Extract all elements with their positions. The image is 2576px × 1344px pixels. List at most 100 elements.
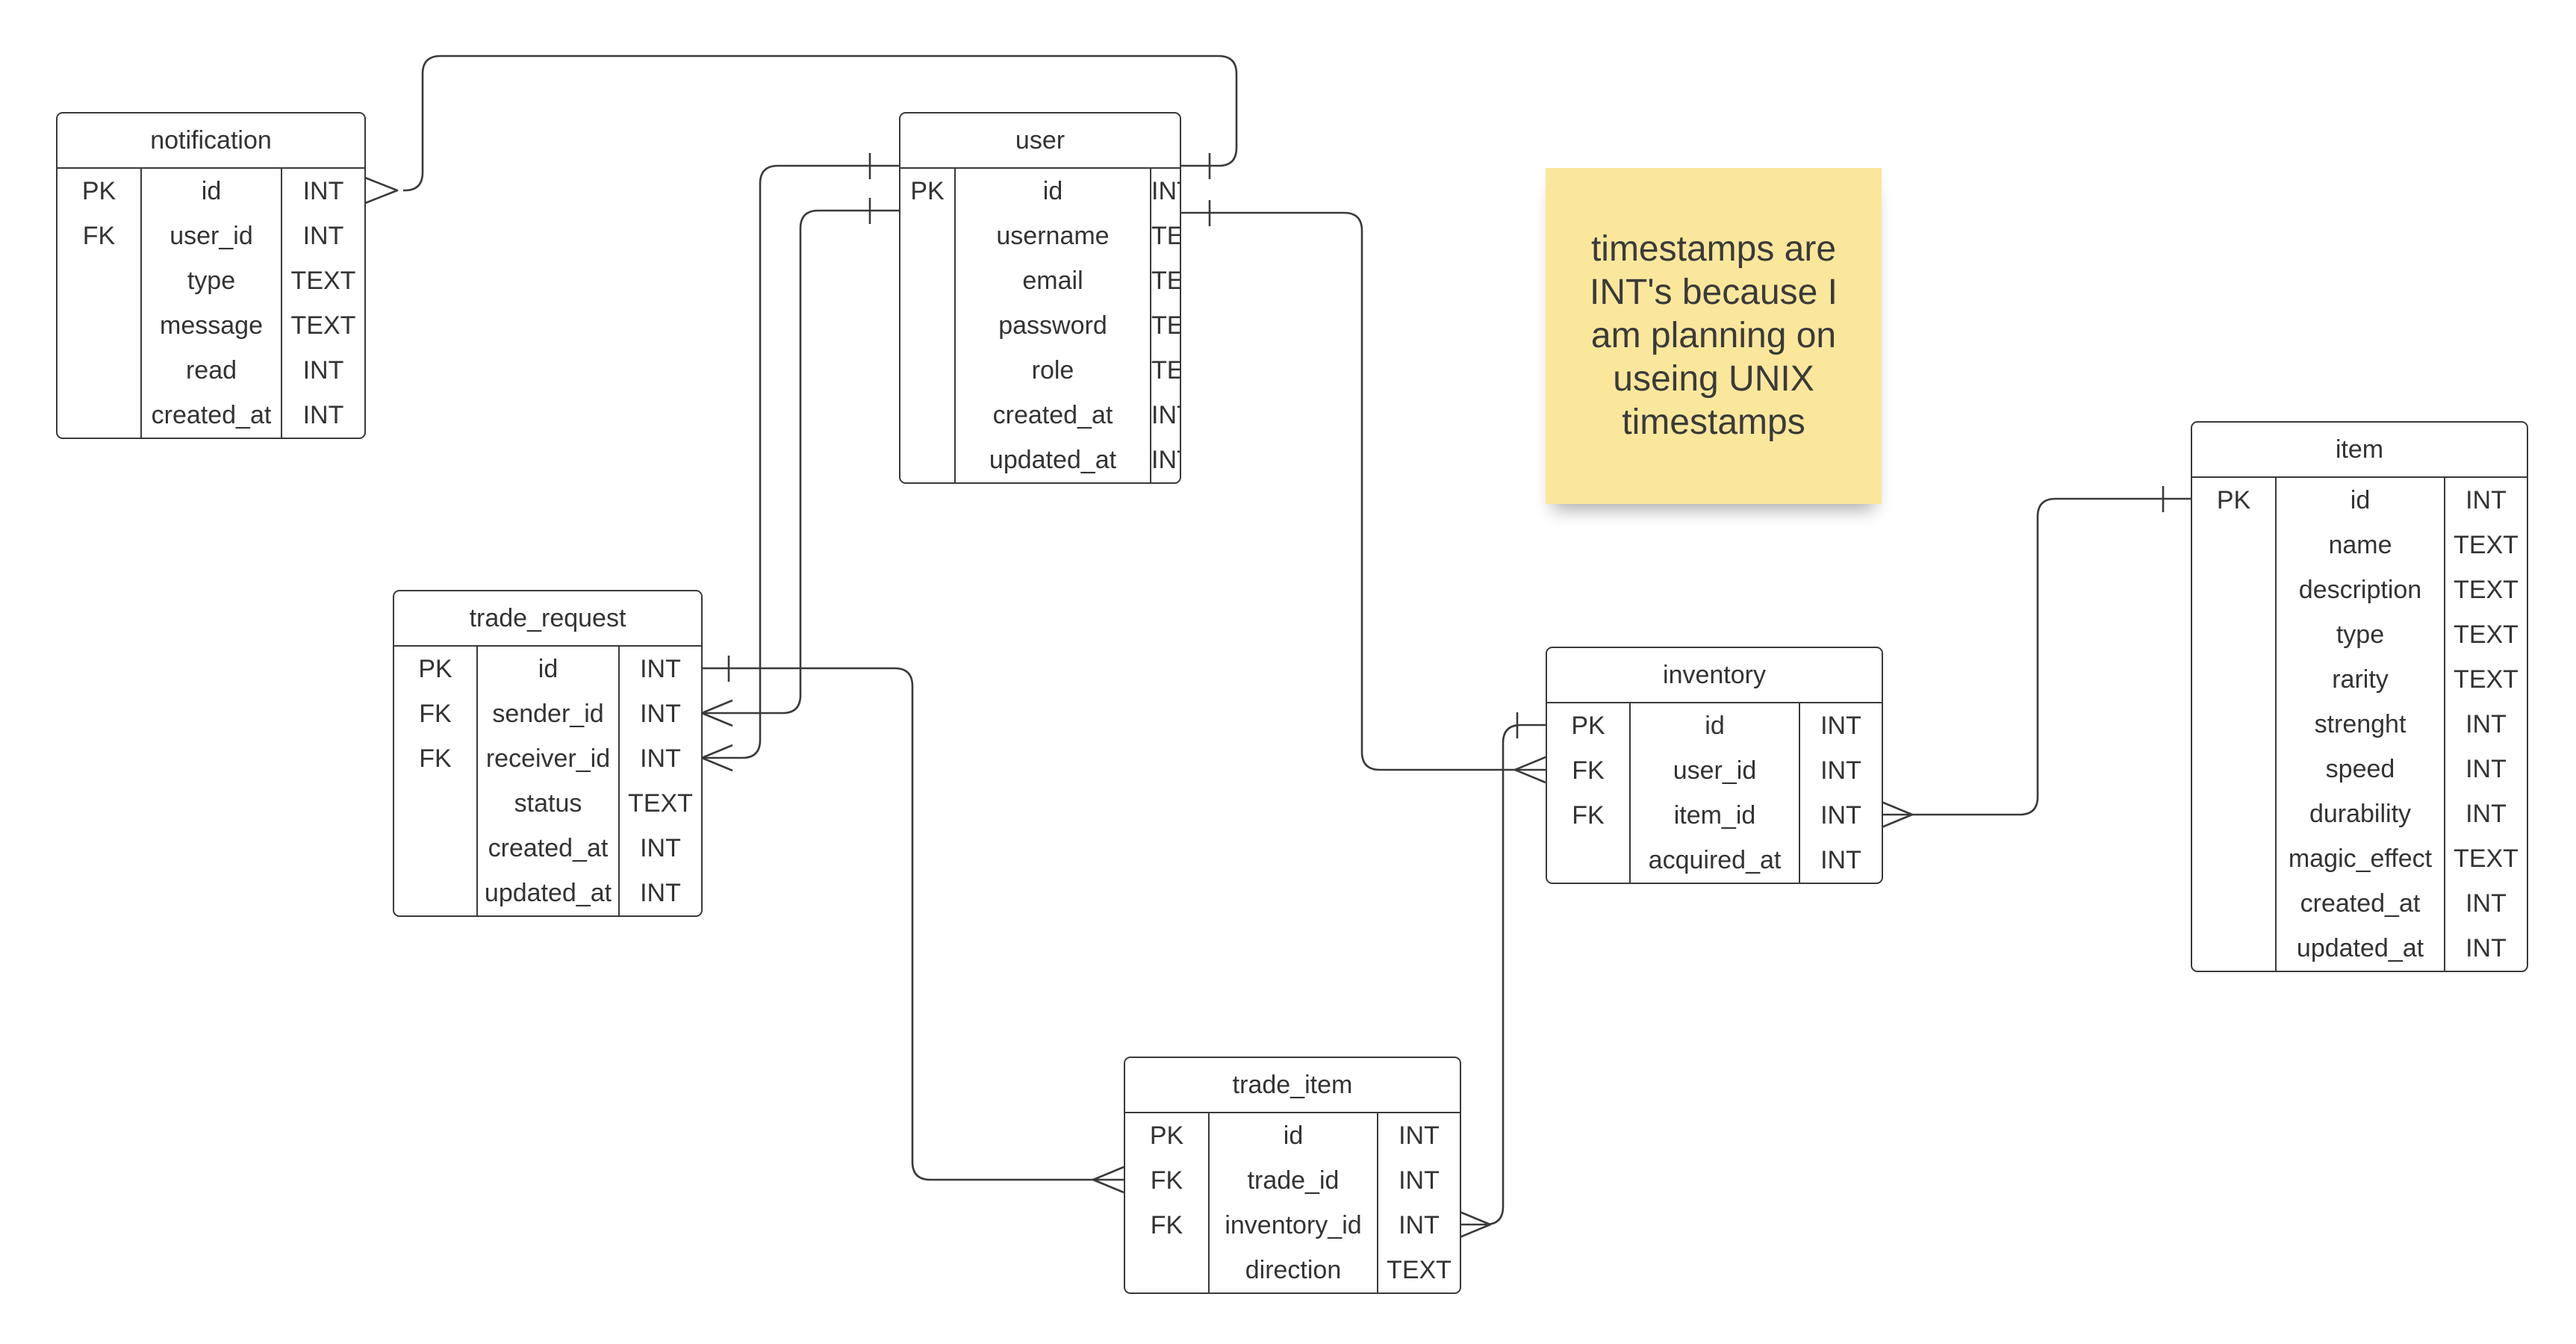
crowfoot-tradeitem-inventory	[1459, 1210, 1492, 1239]
column-key: PK	[394, 647, 478, 691]
connector-receiver-user[interactable]	[702, 164, 899, 759]
column-name: id	[1209, 1113, 1378, 1158]
column-key	[2192, 567, 2277, 612]
table-row[interactable]: roleTEXT	[900, 348, 1180, 393]
column-name: rarity	[2276, 657, 2445, 702]
column-name: created_at	[955, 393, 1151, 438]
column-key	[2192, 926, 2277, 971]
column-type: INT	[1399, 1166, 1440, 1195]
column-key	[1125, 1248, 1210, 1292]
column-key: PK	[1547, 703, 1631, 748]
connector-sender-user[interactable]	[702, 209, 899, 715]
column-key	[394, 826, 478, 871]
column-key	[57, 393, 142, 438]
column-type: TEXT	[1151, 221, 1181, 250]
column-key	[394, 871, 478, 915]
column-type: INT	[640, 833, 681, 862]
connector-notification-user[interactable]	[403, 55, 1238, 192]
table-user[interactable]: user PKidINTusernameTEXTemailTEXTpasswor…	[899, 112, 1181, 484]
column-type: INT	[1820, 800, 1861, 830]
column-type: INT	[302, 355, 344, 385]
column-name: updated_at	[2276, 926, 2445, 971]
column-type: TEXT	[2454, 620, 2519, 649]
table-row[interactable]: description TEXT	[2192, 567, 2527, 612]
crowfoot-inventory-item	[1881, 800, 1914, 829]
sticky-note[interactable]: timestamps are INT's because I am planni…	[1546, 168, 1882, 504]
table-row[interactable]: usernameTEXT	[900, 214, 1180, 258]
column-key: FK	[394, 691, 478, 736]
table-row[interactable]: rarity TEXT	[2192, 657, 2527, 702]
connector-tradeitem-traderequest[interactable]	[702, 667, 1124, 1181]
column-key	[2192, 702, 2277, 747]
column-type: INT	[1820, 845, 1861, 874]
column-type: TEXT	[2454, 665, 2519, 694]
column-name: name	[2276, 523, 2445, 567]
connector-tradeitem-inventory[interactable]	[1460, 724, 1546, 1226]
column-name: magic_effect	[2276, 836, 2445, 881]
sticky-note-text: timestamps are INT's because I am planni…	[1590, 229, 1838, 442]
column-type: INT	[302, 176, 344, 205]
column-key: PK	[1125, 1113, 1210, 1158]
column-key	[2192, 747, 2277, 791]
column-key	[2192, 523, 2277, 567]
connector-inventory-item[interactable]	[1882, 497, 2191, 816]
table-title: trade_item	[1125, 1058, 1460, 1113]
column-name: message	[141, 303, 282, 348]
column-name: type	[141, 258, 282, 303]
column-key: PK	[57, 169, 142, 214]
column-type: INT	[1820, 711, 1861, 740]
column-name: direction	[1209, 1248, 1378, 1292]
column-name: created_at	[141, 393, 282, 438]
column-name: inventory_id	[1209, 1203, 1378, 1248]
column-type: TEXT	[2454, 575, 2519, 604]
column-name: id	[955, 169, 1151, 214]
column-key: FK	[1547, 748, 1631, 793]
connector-inventory-user[interactable]	[1180, 211, 1546, 771]
column-key: FK	[57, 214, 142, 258]
column-key	[900, 393, 956, 438]
column-type: INT	[640, 699, 681, 728]
column-name: description	[2276, 567, 2445, 612]
table-row[interactable]: emailTEXT	[900, 258, 1180, 303]
column-key: PK	[900, 169, 956, 214]
table-row[interactable]: passwordTEXT	[900, 303, 1180, 348]
